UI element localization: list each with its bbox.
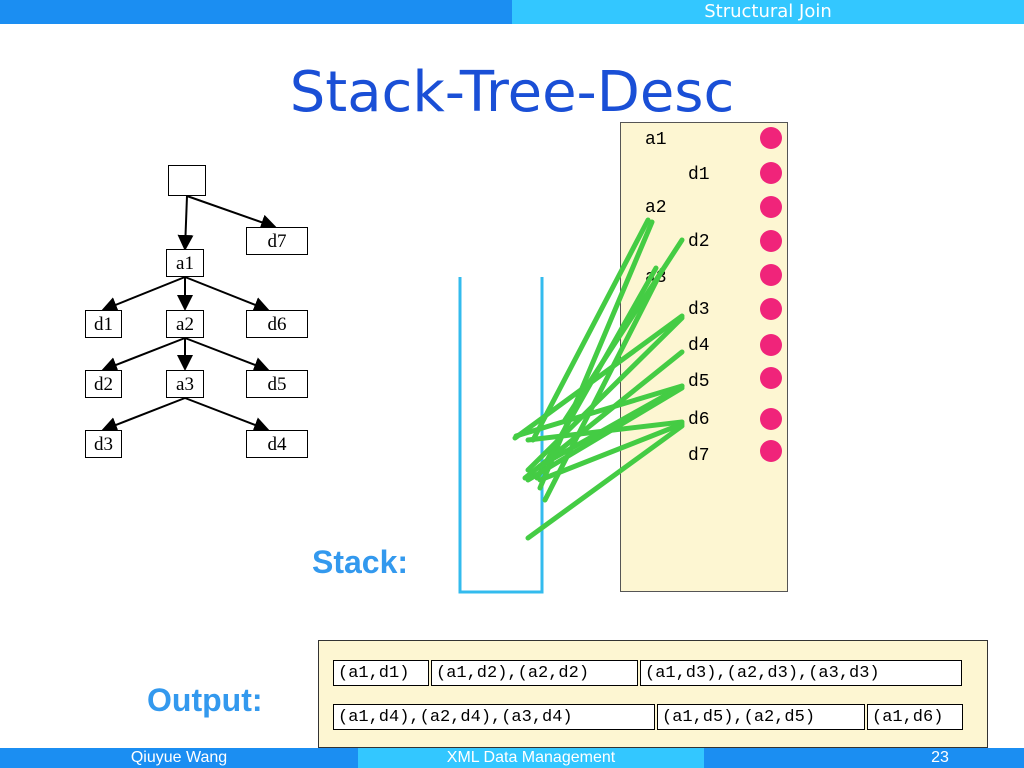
section-title: Structural Join: [704, 1, 832, 22]
link-stroke: [530, 217, 651, 443]
tree-node-d6: d6: [246, 310, 308, 338]
stack-label: Stack:: [312, 544, 409, 580]
tree-node-d1: d1: [85, 310, 122, 338]
output-pair-box: (a1,d4),(a2,d4),(a3,d4): [333, 704, 655, 730]
header-bar-right: [512, 0, 1024, 24]
marker-dot-a1: [760, 127, 782, 149]
link-stroke: [513, 383, 685, 439]
output-pair-box: (a1,d3),(a2,d3),(a3,d3): [640, 660, 962, 686]
list-item-d7: d7: [688, 446, 710, 466]
list-item-d4: d4: [688, 336, 710, 356]
marker-dot-d2: [760, 230, 782, 252]
tree-node-d3: d3: [85, 430, 122, 458]
footer-bar-right: [704, 748, 1024, 768]
output-label: Output:: [147, 682, 263, 718]
link-stroke: [525, 315, 685, 473]
tree-node-d4: d4: [246, 430, 308, 458]
marker-dot-a3: [760, 264, 782, 286]
list-item-a1: a1: [645, 130, 667, 150]
tree-node-a3: a3: [166, 370, 204, 398]
marker-dot-d4: [760, 334, 782, 356]
list-item-d6: d6: [688, 410, 710, 430]
list-item-a2: a2: [645, 198, 667, 218]
tree-node-a1: a1: [166, 249, 204, 277]
link-stroke: [542, 267, 665, 503]
edge-a2-d5: [184, 337, 270, 373]
output-box: [318, 640, 988, 748]
output-pair-box: (a1,d6): [867, 704, 963, 730]
footer-page-number: 23: [931, 749, 949, 766]
list-item-d2: d2: [688, 232, 710, 252]
link-stroke: [537, 421, 685, 483]
marker-dot-a2: [760, 196, 782, 218]
edge-a2-d2: [101, 337, 186, 373]
footer-course: XML Data Management: [446, 749, 616, 766]
footer-author: Qiuyue Wang: [130, 749, 228, 766]
output-pair-box: (a1,d1): [333, 660, 429, 686]
tree-node-a2: a2: [166, 310, 204, 338]
footer-bar-middle: [358, 748, 704, 768]
edge-root-a1: [177, 195, 194, 251]
marker-dot-d3: [760, 298, 782, 320]
marker-dot-d5: [760, 367, 782, 389]
slide-title: Stack-Tree-Desc: [289, 60, 735, 125]
link-stroke: [512, 313, 685, 441]
output-pair-box: (a1,d5),(a2,d5): [657, 704, 865, 730]
link-stroke: [525, 423, 685, 541]
edge-a1-d6: [184, 276, 270, 313]
header-bar-left: [0, 0, 512, 24]
tree-node-root: [168, 165, 206, 196]
stack-container: [458, 277, 544, 594]
marker-dot-d1: [760, 162, 782, 184]
output-pair-box: (a1,d2),(a2,d2): [431, 660, 638, 686]
link-stroke: [525, 385, 685, 483]
footer-bar-left: [0, 748, 358, 768]
list-item-d5: d5: [688, 372, 710, 392]
link-stroke: [525, 419, 685, 443]
element-list-panel: [620, 122, 788, 592]
list-item-d3: d3: [688, 300, 710, 320]
list-item-d1: d1: [688, 165, 710, 185]
marker-dot-d6: [760, 408, 782, 430]
marker-dot-d7: [760, 440, 782, 462]
edge-a3-d4: [184, 397, 270, 433]
tree-node-d5: d5: [246, 370, 308, 398]
edge-a1-d1: [101, 276, 186, 313]
tree-node-d7: d7: [246, 227, 308, 255]
edge-root-d7: [186, 195, 277, 230]
edge-a3-d3: [101, 397, 186, 433]
tree-node-d2: d2: [85, 370, 122, 398]
